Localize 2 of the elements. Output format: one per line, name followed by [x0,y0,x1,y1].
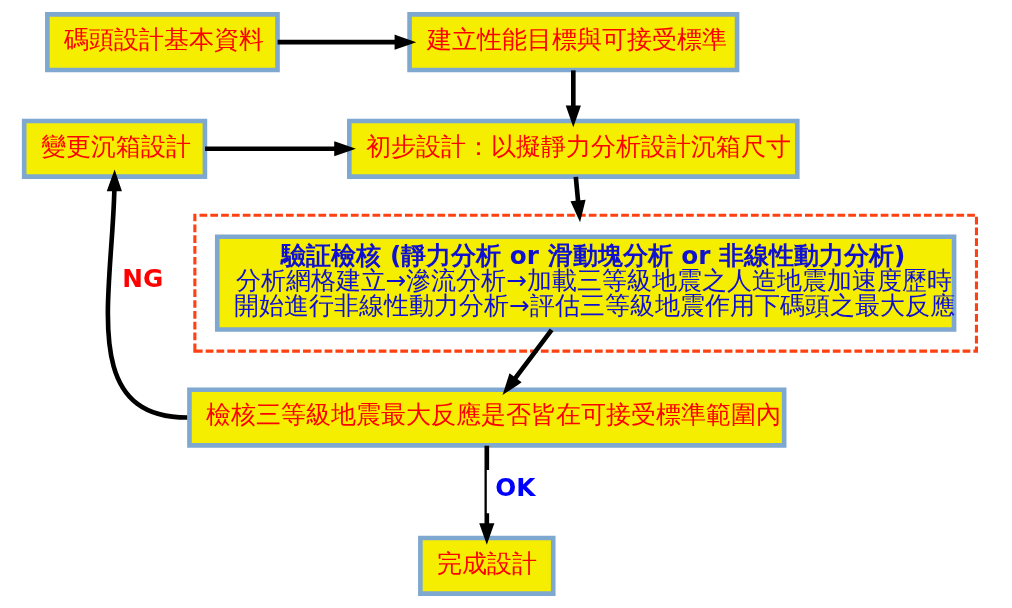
edge-label: NG [121,264,163,294]
edge-label: OK [494,473,535,502]
